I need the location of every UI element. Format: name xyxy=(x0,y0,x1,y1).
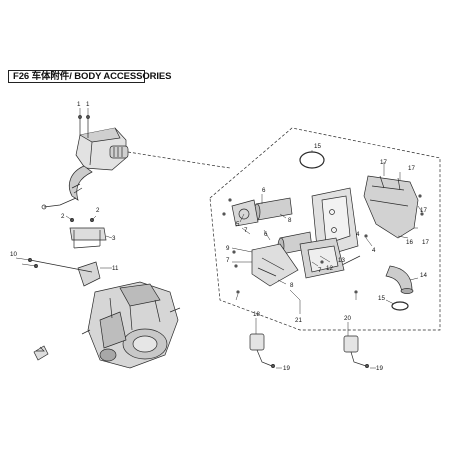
leader-dashed xyxy=(127,151,231,169)
callout-1a: 1 xyxy=(77,101,81,108)
throttle-body xyxy=(231,199,259,227)
callout-3: 3 xyxy=(112,235,116,242)
callout-4a: 4 xyxy=(372,247,376,254)
front-arrow-icon xyxy=(33,345,49,361)
callout-10: 10 xyxy=(10,251,17,258)
callout-11: 11 xyxy=(112,265,119,272)
callout-18: 18 xyxy=(253,311,260,318)
callout-15b: 15 xyxy=(378,295,385,302)
callout-19a: 19 xyxy=(283,365,290,372)
title-box: F26 车体附件/ BODY ACCESSORIES xyxy=(8,70,172,83)
box-12 xyxy=(299,237,345,279)
callout-16: 16 xyxy=(406,239,413,246)
callout-6b: 6 xyxy=(264,231,268,238)
callout-15a: 15 xyxy=(314,143,321,150)
callout-8b: 8 xyxy=(290,282,294,289)
callout-9: 9 xyxy=(226,245,230,252)
callout-7b: 7 xyxy=(226,257,230,264)
callout-4b: 4 xyxy=(356,231,360,238)
seal-ring-15-lower xyxy=(391,301,409,311)
page-title: F26 车体附件/ BODY ACCESSORIES xyxy=(13,71,172,82)
bracket-9 xyxy=(251,243,299,287)
callout-17a: 17 xyxy=(380,159,387,166)
elbow-14 xyxy=(385,265,414,294)
callout-17c: 17 xyxy=(420,207,427,214)
leader-lines xyxy=(15,108,423,369)
sensor-20 xyxy=(343,335,369,368)
callout-1b: 1 xyxy=(86,101,90,108)
callout-19b: 19 xyxy=(376,365,383,372)
bracket-3 xyxy=(69,218,107,249)
callout-14: 14 xyxy=(420,272,427,279)
callout-20: 20 xyxy=(344,315,351,322)
callout-7c: 7 xyxy=(318,267,322,274)
callout-numbers: 1 1 2 2 3 4 4 5 6 6 7 7 7 8 8 9 10 11 12… xyxy=(10,101,429,372)
callout-8a: 8 xyxy=(288,217,292,224)
callout-12: 12 xyxy=(326,265,333,272)
callout-2b: 2 xyxy=(96,207,100,214)
callout-17d: 17 xyxy=(422,239,429,246)
engine xyxy=(81,281,181,369)
panel-16 xyxy=(311,187,361,267)
seal-ring-15 xyxy=(299,151,325,169)
callout-6a: 6 xyxy=(262,187,266,194)
callout-17b: 17 xyxy=(408,165,415,172)
callout-7a: 7 xyxy=(244,227,248,234)
tube-8-upper xyxy=(253,197,293,221)
callout-21: 21 xyxy=(295,317,302,324)
subassembly-outline xyxy=(209,127,441,331)
sensor-18 xyxy=(249,333,275,368)
duct-17 xyxy=(363,175,419,239)
callout-13: 13 xyxy=(338,257,345,264)
callout-5: 5 xyxy=(236,221,240,228)
bolts xyxy=(222,194,424,294)
bracket-11 xyxy=(28,258,101,287)
airbox-assembly xyxy=(41,115,129,210)
callout-2a: 2 xyxy=(61,213,65,220)
